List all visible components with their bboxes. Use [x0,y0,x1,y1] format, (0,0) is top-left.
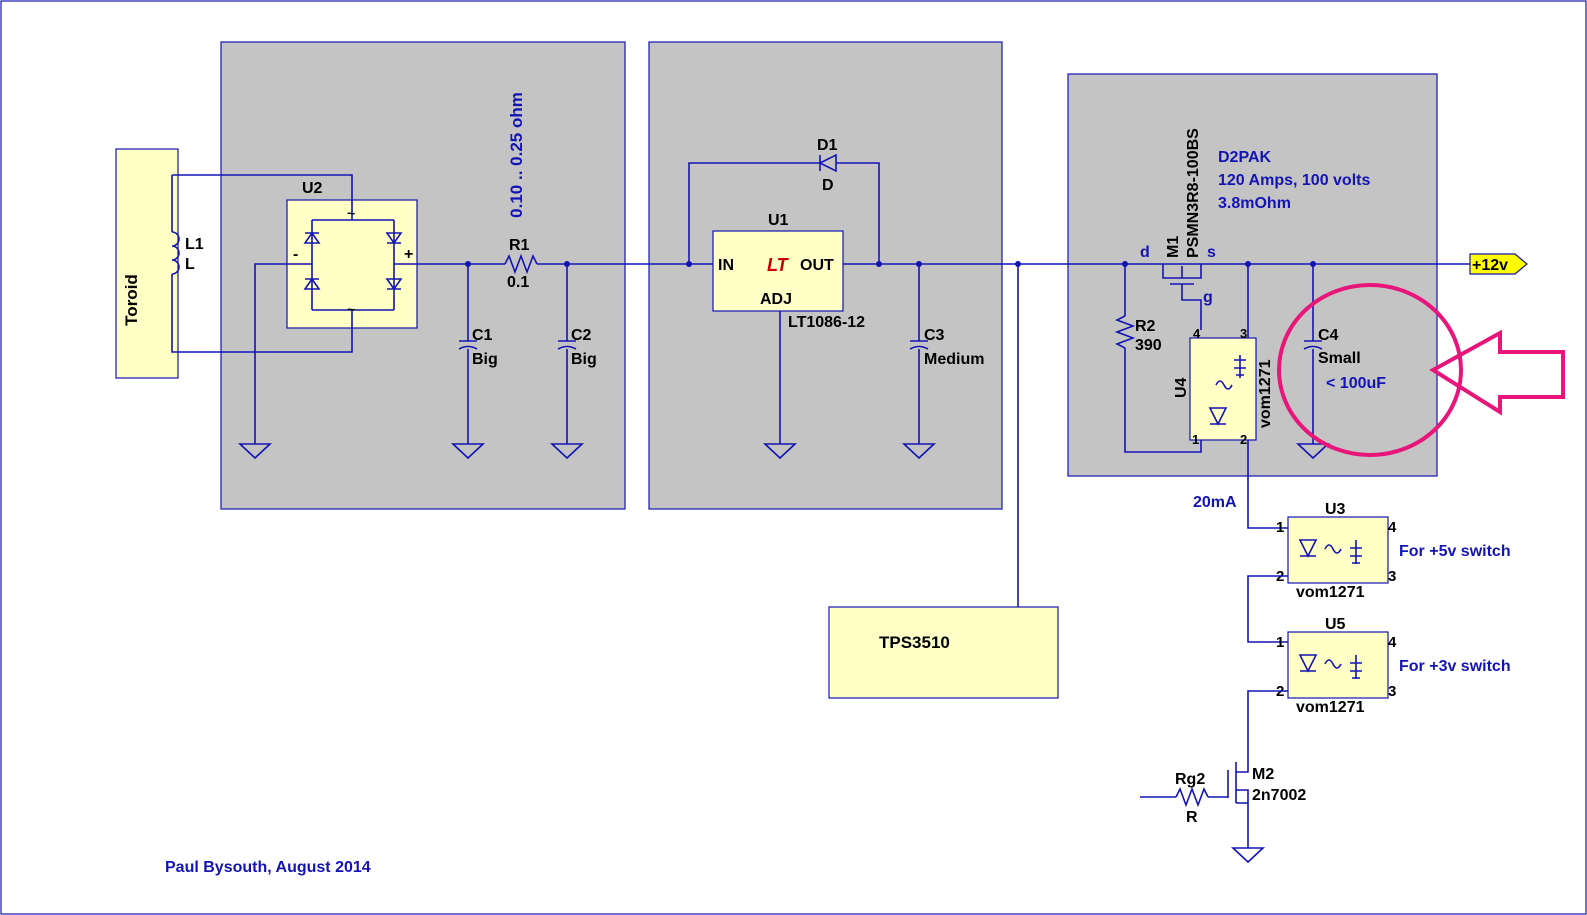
d2pak-line1: D2PAK [1218,149,1271,166]
linear-tech-logo: LT [767,255,790,275]
u1-part: LT1086-12 [788,314,865,331]
resistor-rg2: Rg2 R [1140,771,1228,826]
c4-value: Small [1318,350,1361,367]
m1-pin-d: d [1140,244,1150,261]
l1-ref: L1 [185,236,204,253]
author-credit: Paul Bysouth, August 2014 [165,859,371,876]
u4-ref: U4 [1173,377,1190,398]
optocoupler-u5: U5 1 2 4 3 vom1271 For +3v switch [1276,616,1511,716]
u3-pin4: 4 [1388,519,1397,536]
c2-value: Big [571,351,597,368]
u3-ref: U3 [1325,501,1346,518]
rg2-value: R [1186,809,1198,826]
u2-pin-minus: - [293,246,298,263]
optocoupler-u3: U3 1 2 4 3 vom1271 For +5v switch [1276,501,1511,601]
u5-to-m2-wire [1247,690,1288,760]
highlight-circle [1277,283,1463,457]
m1-pin-g: g [1203,289,1213,306]
c3-value: Medium [924,351,984,368]
u3-pin1: 1 [1276,519,1284,536]
ground-symbol-u1 [762,443,798,460]
u1-pin-in: IN [718,257,734,274]
capacitor-c2: C2 Big [549,264,597,460]
m1-part: PSMN3R8-100BS [1185,128,1202,258]
mosfet-m1: d s g M1 PSMN3R8-100BS [1140,128,1216,330]
capacitor-c1: C1 Big [450,264,498,460]
capacitor-c4: C4 Small < 100uF [1295,264,1386,460]
r2-value: 390 [1135,337,1162,354]
diode-d1: D1 D [688,137,880,264]
u3-u5-link-wire [1247,575,1288,643]
u2-pin-ac-bottom: ~ [347,301,355,317]
regulator-u1: U1 IN OUT ADJ LT LT1086-12 [712,212,865,331]
optocoupler-u4: 4 3 1 2 U4 vom1271 [1173,264,1288,529]
u1-ref: U1 [768,212,789,229]
u2-pin-plus: + [404,246,413,263]
current-label: 20mA [1193,494,1237,511]
u1-pin-adj: ADJ [760,291,792,308]
u4-pin3: 3 [1240,326,1247,341]
rg2-ref: Rg2 [1175,771,1205,788]
u1-pin-out: OUT [800,257,834,274]
tps3510-block [828,606,1059,699]
junction-dots [465,261,1316,267]
u5-part: vom1271 [1296,699,1365,716]
bridge-rectifier-u2: U2 - + ~ ~ [286,180,418,329]
highlight-arrow [1429,329,1565,416]
m1-pin-s: s [1207,244,1216,261]
d2pak-line3: 3.8mOhm [1218,195,1291,212]
c4-note: < 100uF [1326,375,1386,392]
m2-ref: M2 [1252,766,1274,783]
u4-part: vom1271 [1257,359,1274,428]
c3-ref: C3 [924,327,945,344]
u5-note: For +3v switch [1399,658,1511,675]
tps3510-label: TPS3510 [879,633,950,652]
u3-part: vom1271 [1296,584,1365,601]
d2pak-line2: 120 Amps, 100 volts [1218,172,1370,189]
u4-pin4: 4 [1193,326,1201,341]
r1-ref: R1 [509,237,530,254]
net-flag-12v [1469,253,1528,275]
u2-minus-wire [254,263,287,444]
l1-value: L [185,256,195,273]
r1-value: 0.1 [507,274,529,291]
inductor-l1: L1 L [171,174,353,353]
u5-pin1: 1 [1276,634,1284,651]
toroid-label: Toroid [122,274,141,326]
u4-pin1: 1 [1192,432,1199,447]
d1-ref: D1 [817,137,838,154]
u4-pin2: 2 [1240,432,1247,447]
r2-ref: R2 [1135,318,1156,335]
resistor-r2: R2 390 [1114,264,1202,453]
c4-ref: C4 [1318,327,1339,344]
c1-ref: C1 [472,327,493,344]
u2-ref: U2 [302,180,323,197]
u5-pin4: 4 [1388,634,1397,651]
u3-pin3: 3 [1388,568,1396,585]
u2-pin-ac-top: ~ [347,205,355,221]
mosfet-switch-block [1067,73,1438,477]
u3-note: For +5v switch [1399,543,1511,560]
capacitor-c3: C3 Medium [901,264,984,460]
ground-symbol-u2 [237,443,273,460]
m2-part: 2n7002 [1252,787,1306,804]
toroid: Toroid [115,148,179,379]
c2-ref: C2 [571,327,592,344]
m1-ref: M1 [1165,236,1182,258]
u5-pin3: 3 [1388,683,1396,700]
d1-value: D [822,177,834,194]
c1-value: Big [472,351,498,368]
net-flag-label: +12v [1472,257,1508,274]
u5-ref: U5 [1325,616,1346,633]
mosfet-m2: M2 2n7002 [1227,760,1306,864]
rectifier-block [220,41,626,510]
r1-note: 0.10 .. 0.25 ohm [507,92,526,218]
resistor-r1 [504,253,538,275]
